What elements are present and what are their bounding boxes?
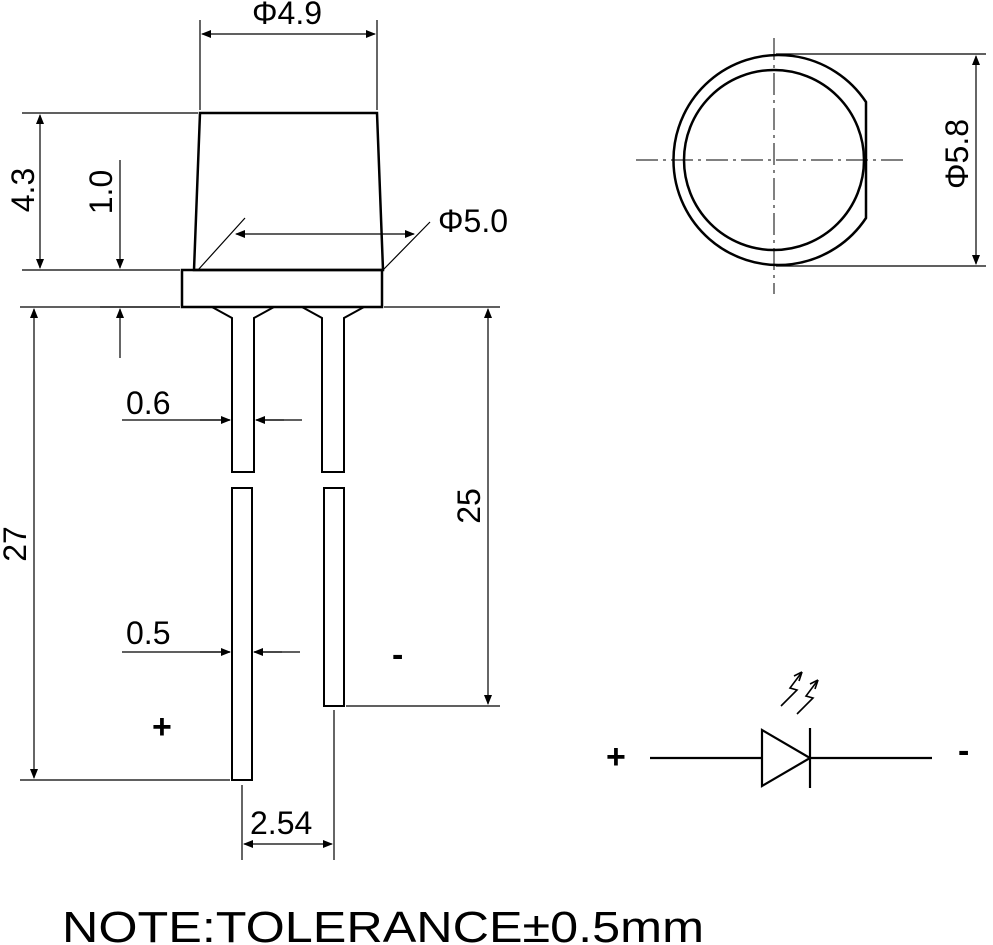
led-body bbox=[192, 111, 385, 272]
label-outer-diameter: Φ5.8 bbox=[939, 119, 975, 189]
label-anode-lead: + bbox=[152, 708, 172, 746]
diode-symbol bbox=[650, 728, 932, 788]
label-lead-pitch: 2.54 bbox=[250, 805, 312, 841]
led-top-view bbox=[636, 38, 986, 294]
left-lead-lower bbox=[231, 487, 253, 781]
right-lead-lower bbox=[323, 487, 345, 707]
label-lead-width-upper: 0.6 bbox=[126, 385, 170, 421]
label-flange-diameter: Φ5.0 bbox=[438, 203, 508, 239]
label-flange-height: 1.0 bbox=[83, 170, 119, 214]
left-lead-upper bbox=[211, 306, 275, 473]
label-body-height: 4.3 bbox=[5, 168, 41, 212]
label-symbol-plus: + bbox=[606, 738, 626, 776]
label-lead-width-lower: 0.5 bbox=[126, 615, 170, 651]
right-lead-upper bbox=[301, 306, 365, 473]
label-cathode-lead: - bbox=[392, 636, 403, 674]
label-symbol-minus: - bbox=[958, 732, 969, 770]
tolerance-note: NOTE:TOLERANCE±0.5mm bbox=[62, 903, 704, 945]
label-lead-length-long: 27 bbox=[0, 526, 33, 562]
label-top-diameter: Φ4.9 bbox=[252, 0, 322, 31]
led-flange bbox=[180, 268, 384, 309]
label-lead-length-short: 25 bbox=[451, 488, 487, 524]
light-emission-icon bbox=[780, 671, 819, 715]
